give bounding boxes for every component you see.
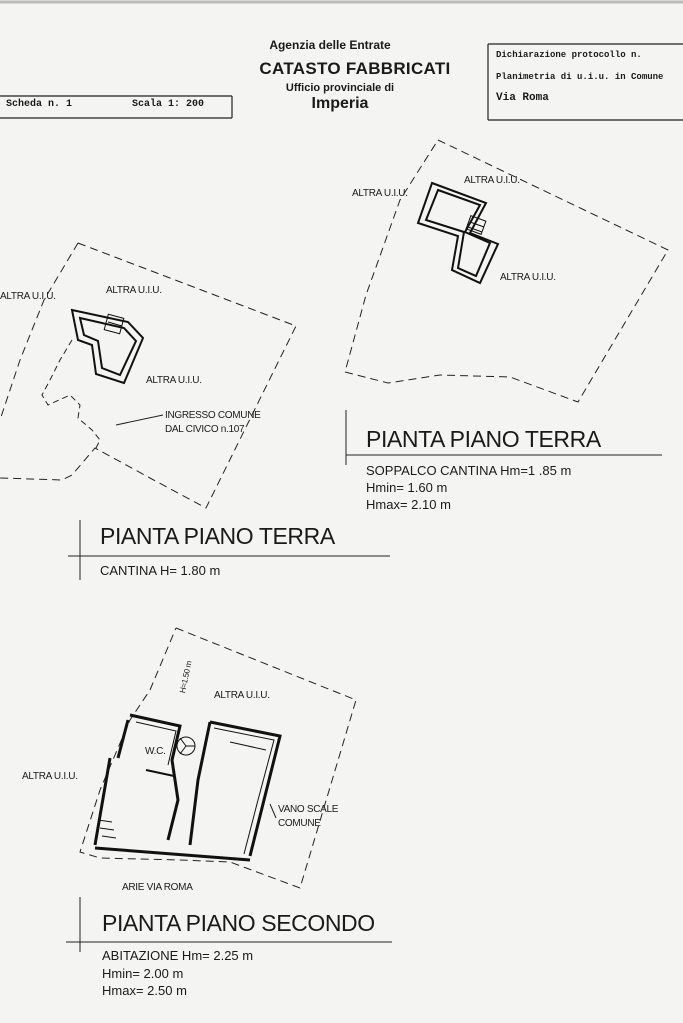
header-frame <box>0 43 683 121</box>
vano-comune-label: COMUNE <box>278 818 321 829</box>
plan-top-left-passage <box>41 339 101 449</box>
plan-top-left-boundary <box>0 242 297 509</box>
altra-uiu-label: ALTRA U.I.U. <box>352 188 408 199</box>
plan-top-right-stair <box>465 215 487 235</box>
plan-bottom-boundary <box>79 627 357 889</box>
altra-uiu-label: ALTRA U.I.U. <box>106 285 162 296</box>
plan-bottom-title-rule <box>66 897 392 952</box>
plan-top-right-boundary <box>344 139 669 403</box>
spiral-stair-symbol <box>176 736 196 756</box>
altra-uiu-label: ALTRA U.I.U. <box>0 291 56 302</box>
plan-height-min: Hmin= 2.00 m <box>102 966 184 981</box>
plan-top-left-stair <box>103 313 125 335</box>
plan-height-max: Hmax= 2.10 m <box>366 497 451 512</box>
via-label: Via Roma <box>496 92 549 104</box>
altra-uiu-label: ALTRA U.I.U. <box>464 175 520 186</box>
city-name: Imperia <box>311 95 369 112</box>
dichiarazione-label: Dichiarazione protocollo n. <box>496 50 642 60</box>
plan-top-right-unit <box>416 181 500 285</box>
plan-title: PIANTA PIANO SECONDO <box>102 910 375 936</box>
catasto-title: CATASTO FABBRICATI <box>259 59 451 78</box>
vano-leader <box>269 803 277 819</box>
plan-top-left-unit <box>70 308 145 385</box>
plan-height-note: SOPPALCO CANTINA Hm=1 .85 m <box>366 463 572 478</box>
planimetria-label: Planimetria di u.i.u. in Comune <box>496 72 664 82</box>
plan-top-left-title-rule <box>68 520 390 580</box>
plan-bottom-inner <box>97 721 275 855</box>
ingresso-leader <box>115 414 164 426</box>
agency-name: Agenzia delle Entrate <box>269 38 391 52</box>
scheda-number: Scheda n. 1 <box>6 99 73 110</box>
plan-height-min: Hmin= 1.60 m <box>366 480 448 495</box>
ingresso-civico-label: DAL CIVICO n.107 <box>165 424 245 435</box>
altra-uiu-label: ALTRA U.I.U. <box>146 375 202 386</box>
altra-uiu-label: ALTRA U.I.U. <box>500 272 556 283</box>
plan-bottom-walls <box>93 713 282 862</box>
plan-title: PIANTA PIANO TERRA <box>100 523 335 549</box>
altra-uiu-label: ALTRA U.I.U. <box>22 771 78 782</box>
vano-scale-label: VANO SCALE <box>278 804 339 815</box>
ufficio-label: Ufficio provinciale di <box>285 82 395 94</box>
plan-title: PIANTA PIANO TERRA <box>366 426 601 452</box>
plan-height-note: ABITAZIONE Hm= 2.25 m <box>102 948 254 963</box>
ingresso-label: INGRESSO COMUNE <box>165 410 261 421</box>
wc-label: W.C. <box>145 746 166 757</box>
plan-height-note: CANTINA H= 1.80 m <box>100 563 221 578</box>
plan-height-max: Hmax= 2.50 m <box>102 983 187 998</box>
altra-uiu-label: ALTRA U.I.U. <box>214 690 270 701</box>
arie-label: ARIE VIA ROMA <box>122 882 193 893</box>
plan-top-right-title-rule <box>345 410 662 465</box>
scale-label: Scala 1: 200 <box>132 99 205 110</box>
